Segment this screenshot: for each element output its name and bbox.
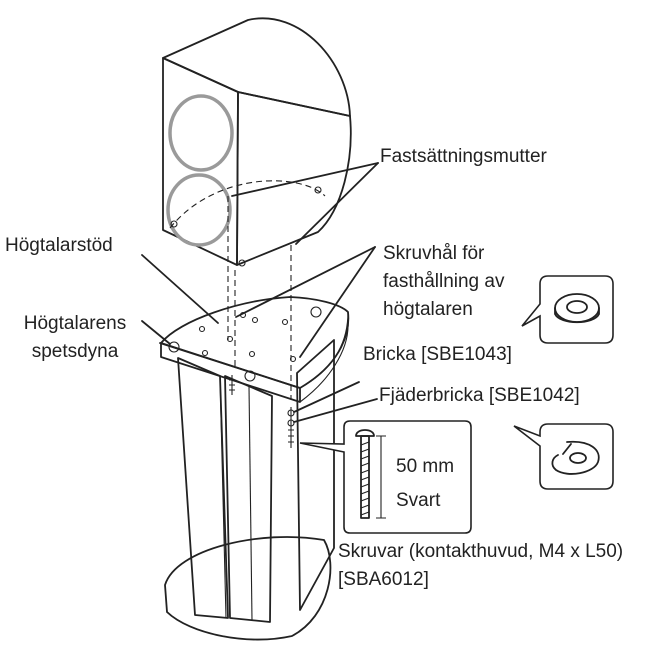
spike-pad [168,341,180,353]
nut-left [170,220,178,228]
screw-head [355,429,375,437]
label-bricka: Bricka [SBE1043] [363,344,512,365]
spring-washer-callout-box [513,423,614,490]
spring-washer-callout [513,423,614,490]
spike-pad-right [244,370,256,382]
speaker-top [162,17,351,117]
label-skruvhal-line1: Skruvhål för [383,243,485,264]
rear-column [296,339,335,611]
spring-washer-body [551,440,600,475]
nut-front [238,259,246,267]
label-spetsdyna-line1: Högtalarens [23,313,127,334]
washer-callout [521,275,614,344]
label-spetsdyna-line2: spetsdyna [31,341,119,362]
hole [251,316,259,324]
column-front-right [224,375,273,623]
label-fjaderbricka: Fjäderbricka [SBE1042] [379,385,580,406]
spring-washer-small [287,419,295,427]
tweeter-ring [166,173,232,247]
hole [281,318,289,326]
leader-hogtalarstod [141,254,219,324]
leader-spetsdyna [141,320,171,345]
label-screw-length: 50 mm [396,456,455,477]
hidden-bottom-edge [169,180,326,229]
top-plate-edge [160,342,301,403]
leader-fastsattningsmutter-2 [295,162,379,245]
washer-small [287,409,295,417]
base-plate [164,536,332,641]
hole [198,325,206,333]
washer-thickness [554,307,600,324]
spike-pad-back [310,306,322,318]
leader-bricka [293,381,360,413]
label-fastsattningsmutter: Fastsättningsmutter [380,146,547,167]
woofer-ring [168,94,234,172]
screw-threads [229,379,235,391]
label-hogtalarstod: Högtalarstöd [5,235,113,256]
leader-fastsattningsmutter-1 [231,162,379,197]
nut-back [314,186,322,194]
hole [226,335,234,343]
leader-skruvhal-1 [235,246,376,318]
column-front-left [177,357,229,619]
label-skruvhal-line2: fasthållning av [383,271,505,292]
screw-callout [299,420,472,534]
label-skruvar-line1: Skruvar (kontakthuvud, M4 x L50) [338,541,624,562]
hole [248,350,256,358]
top-plate-inner-edge [299,311,349,403]
hole [289,355,297,363]
washer-inner [566,300,588,314]
spring-washer-hole [569,452,587,464]
speaker [162,17,352,267]
stand [159,296,350,641]
speaker-front-face [162,57,239,266]
label-screw-color: Svart [396,490,441,511]
dimension-line [376,435,386,519]
column-ridge-2 [248,385,253,621]
label-skruvhal-line3: högtalaren [383,299,473,320]
screw-thread-lines [360,441,370,516]
column-ridge-1 [219,375,227,619]
hole [201,349,209,357]
speaker-side-curved [236,91,352,266]
label-skruvar-line2: [SBA6012] [338,569,429,590]
screw-right-threads [288,429,294,443]
screw-callout-box [299,420,472,534]
leader-fjaderbricka [293,398,378,423]
leader-skruvhal-2 [299,246,376,358]
